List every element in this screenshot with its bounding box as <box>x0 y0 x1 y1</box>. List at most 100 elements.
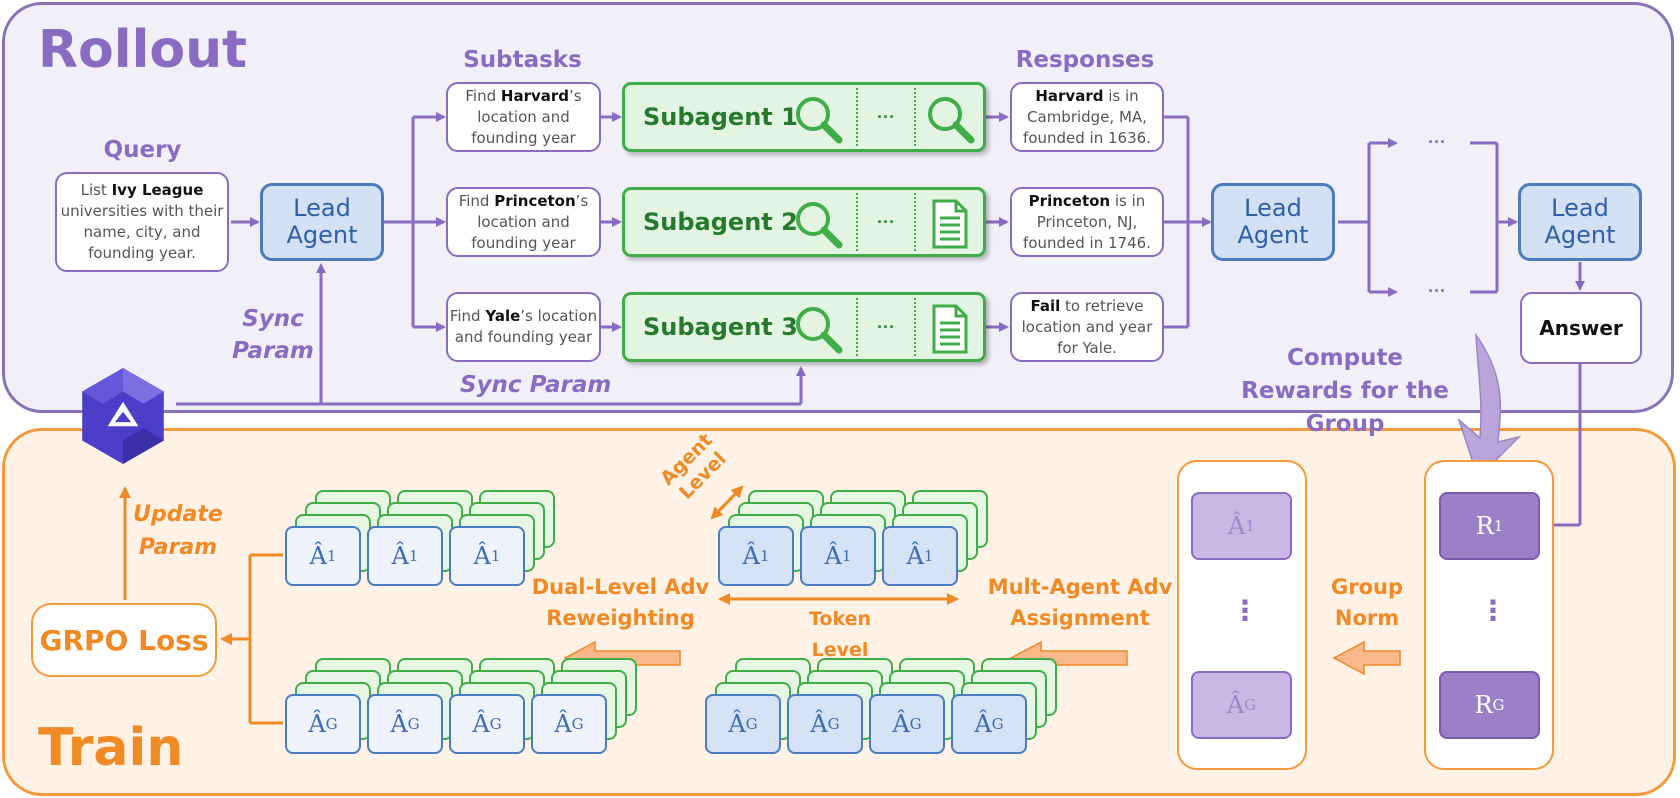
compute-rewards-label: Compute Rewards for the Group <box>1241 345 1449 437</box>
response-rest: is in Cambridge, MA, founded in 1636. <box>1023 86 1151 147</box>
sync-param-left-label: Sync Param <box>232 306 314 364</box>
advantage-symbol: Â <box>974 710 992 738</box>
search-icon <box>796 307 843 354</box>
query-emphasis: Ivy League <box>111 181 204 199</box>
subtasks-heading: Subtasks <box>463 47 582 73</box>
subtask-2: Find Princeton’s location and founding y… <box>446 187 601 257</box>
advantage-subscript: 1 <box>408 547 419 565</box>
advantage-symbol: Â <box>473 542 491 570</box>
sync-param-bottom-label: Sync Param <box>460 372 612 398</box>
grpo-loss-label: GRPO Loss <box>39 623 209 657</box>
subagent-1: Subagent 1 ··· <box>622 82 986 152</box>
query-heading: Query <box>103 137 182 163</box>
advantage-subscript: 1 <box>490 547 501 565</box>
advantage-subscript: G <box>1244 696 1257 714</box>
responses-heading: Responses <box>1015 47 1155 73</box>
response-2: Princeton is in Princeton, NJ, founded i… <box>1010 187 1164 257</box>
lead-agent-label: Lead Agent <box>1237 194 1309 249</box>
subtask-prefix: Find <box>465 86 501 105</box>
lead-agent-3: Lead Agent <box>1518 183 1642 261</box>
reward-subscript: 1 <box>1493 517 1504 535</box>
advantage-symbol: Â <box>892 710 910 738</box>
advantage-subscript: G <box>489 715 502 733</box>
advantage-subscript: G <box>407 715 420 733</box>
subagent-2: Subagent 2 ··· <box>622 187 986 257</box>
dual-level-label: Dual-Level Adv Reweighting <box>531 575 710 630</box>
vertical-ellipsis: ⋮ <box>1231 595 1259 626</box>
subagent-ellipsis: ··· <box>877 316 895 337</box>
search-icon <box>928 97 975 144</box>
advantage-subscript: G <box>991 715 1004 733</box>
query-prefix: List <box>80 181 112 199</box>
reward-subscript: G <box>1492 696 1505 714</box>
train-title: Train <box>38 718 184 778</box>
advantage-subscript: 1 <box>1245 517 1255 535</box>
lead-agent-label: Lead Agent <box>286 194 358 249</box>
subtask-3: Find Yale’s location and founding year <box>446 292 601 362</box>
qwen-logo <box>82 368 164 464</box>
lead-agent-1: Lead Agent <box>260 183 384 261</box>
response-key: Fail <box>1030 296 1061 315</box>
lead-agent-label: Lead Agent <box>1544 194 1616 249</box>
advantage-symbol: Â <box>1228 512 1246 540</box>
advantage-symbol: Â <box>906 542 924 570</box>
subagent-3: Subagent 3 ··· <box>622 292 986 362</box>
advantage-subscript: 1 <box>759 547 770 565</box>
subagent-label: Subagent 2 <box>643 208 798 236</box>
response-key: Harvard <box>1035 86 1104 105</box>
subtask-prefix: Find <box>449 307 486 325</box>
advantage-subscript: G <box>571 715 584 733</box>
subtask-university: Yale <box>485 307 521 325</box>
vertical-ellipsis: ⋮ <box>1479 595 1507 626</box>
query-rest: universities with their name, city, and … <box>60 202 224 262</box>
group-norm-label: Group Norm <box>1330 575 1403 630</box>
update-param-label: Update Param <box>133 502 223 560</box>
answer-label: Answer <box>1539 315 1623 340</box>
search-icon <box>796 97 843 144</box>
advantage-symbol: Â <box>308 710 326 738</box>
query-text: List Ivy League universities with their … <box>57 180 227 264</box>
advantage-symbol: Â <box>1226 691 1245 719</box>
advantage-subscript: 1 <box>923 547 934 565</box>
ellipsis-bottom: ··· <box>1428 281 1446 301</box>
advantage-symbol: Â <box>728 710 746 738</box>
advantage-subscript: 1 <box>326 547 337 565</box>
reward-symbol: R <box>1475 512 1494 540</box>
subtask-rest: ’s location and founding year <box>454 307 598 346</box>
document-icon <box>932 304 968 354</box>
grpo-loss-box: GRPO Loss <box>31 603 217 677</box>
subagent-label: Subagent 1 <box>643 103 798 131</box>
subtask-1: Find Harvard’s location and founding yea… <box>446 82 601 152</box>
subtask-rest: ’s location and founding year <box>471 191 589 252</box>
lead-agent-2: Lead Agent <box>1211 183 1335 261</box>
subtask-university: Harvard <box>500 86 570 105</box>
subagent-ellipsis: ··· <box>877 106 895 127</box>
advantage-subscript: 1 <box>841 547 852 565</box>
advantage-symbol: Â <box>309 542 327 570</box>
advantage-subscript: G <box>745 715 758 733</box>
response-rest: to retrieve location and year for Yale. <box>1021 296 1153 357</box>
subtask-rest: ’s location and founding year <box>471 86 582 147</box>
response-3: Fail to retrieve location and year for Y… <box>1010 292 1164 362</box>
token-level-label: Token Level <box>808 608 872 661</box>
multi-agent-label: Mult-Agent Adv Assignment <box>987 575 1173 630</box>
advantage-subscript: G <box>325 715 338 733</box>
advantage-symbol: Â <box>810 710 828 738</box>
subagent-label: Subagent 3 <box>643 313 798 341</box>
response-rest: is in Princeton, NJ, founded in 1746. <box>1023 191 1151 252</box>
document-icon <box>932 199 968 249</box>
